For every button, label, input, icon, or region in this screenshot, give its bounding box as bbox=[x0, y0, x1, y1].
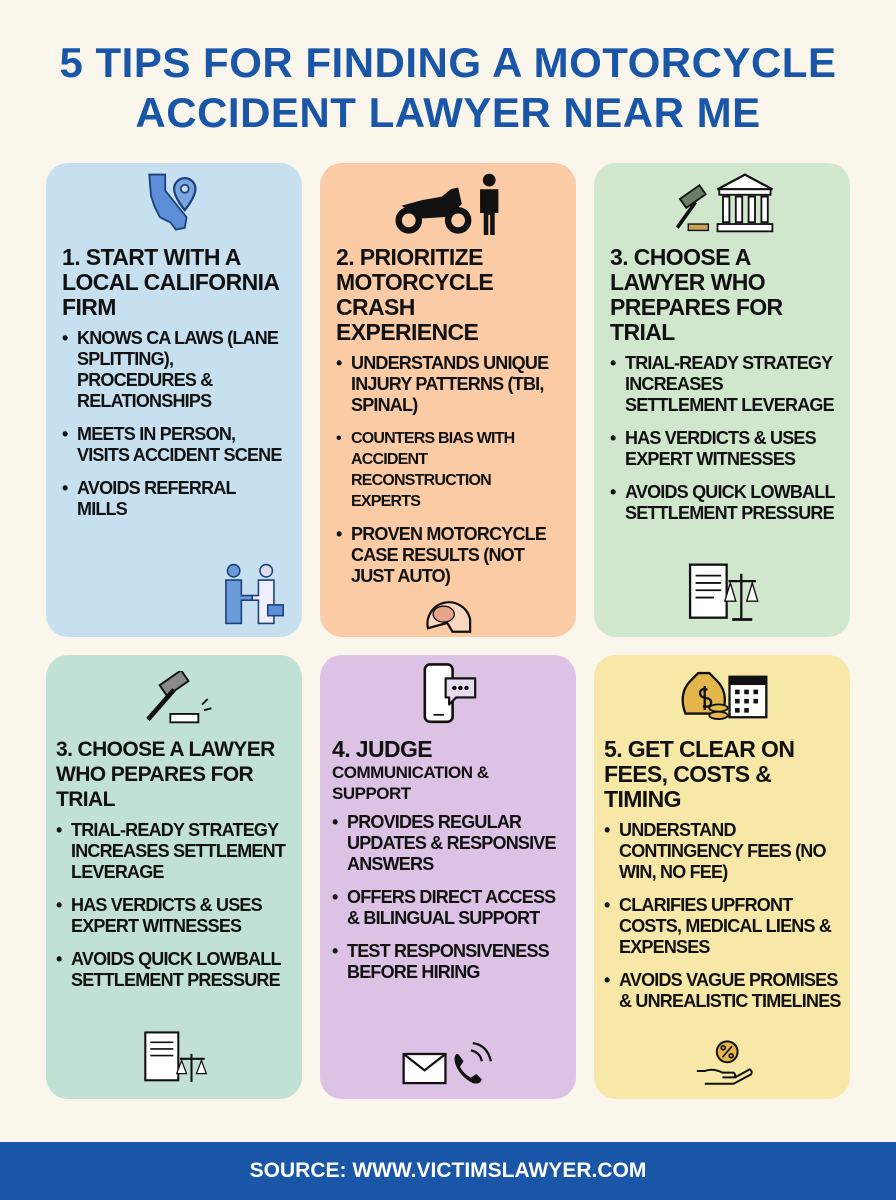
bullet: TRIAL-READY STRATEGY INCREASES SETTLEMEN… bbox=[610, 353, 836, 416]
bullet: TRIAL-READY STRATEGY INCREASES SETTLEMEN… bbox=[56, 820, 294, 883]
bullet: OFFERS DIRECT ACCESS & BILINGUAL SUPPORT bbox=[332, 887, 568, 929]
tip-card-4: 3. CHOOSE A LAWYER WHO PEPARES FOR TRIAL… bbox=[46, 655, 302, 1099]
bullet: AVOIDS REFERRAL MILLS bbox=[62, 478, 288, 520]
tip-subheading: COMMUNICATION & SUPPORT bbox=[332, 763, 489, 803]
money-bag-calendar-icon bbox=[604, 661, 844, 727]
bullet: UNDERSTAND CONTINGENCY FEES (NO WIN, NO … bbox=[604, 820, 844, 883]
page-title: 5 TIPS FOR FINDING A MOTORCYCLE ACCIDENT… bbox=[59, 39, 837, 136]
tip-bullets: TRIAL-READY STRATEGY INCREASES SETTLEMEN… bbox=[56, 820, 294, 991]
bullet: CLARIFIES UPFRONT COSTS, MEDICAL LIENS &… bbox=[604, 895, 844, 958]
handshake-icon bbox=[62, 557, 288, 625]
tip-bullets: KNOWS CA LAWS (LANE SPLITTING), PROCEDUR… bbox=[62, 328, 288, 520]
bullet: PROVEN MOTORCYCLE CASE RESULTS (NOT JUST… bbox=[336, 524, 562, 587]
bullet: HAS VERDICTS & USES EXPERT WITNESSES bbox=[56, 895, 294, 937]
hand-percent-icon bbox=[604, 1033, 844, 1087]
tip-heading: 3. CHOOSE A LAWYER WHO PREPARES FOR TRIA… bbox=[610, 244, 783, 345]
source-footer: SOURCE: WWW.VICTIMSLAWYER.COM bbox=[0, 1142, 896, 1200]
tip-card-2: 2. PRIORITIZE MOTORCYCLE CRASH EXPERIENC… bbox=[320, 163, 576, 637]
tip-card-6: 5. GET CLEAR ON FEES, COSTS & TIMING UND… bbox=[594, 655, 850, 1099]
bullet: TEST RESPONSIVENESS BEFORE HIRING bbox=[332, 941, 568, 983]
tip-card-3: 3. CHOOSE A LAWYER WHO PREPARES FOR TRIA… bbox=[594, 163, 850, 637]
phone-chat-icon bbox=[332, 661, 568, 727]
gavel-courthouse-icon bbox=[610, 169, 836, 235]
tip-bullets: UNDERSTAND CONTINGENCY FEES (NO WIN, NO … bbox=[604, 820, 844, 1012]
document-scales-icon bbox=[610, 555, 836, 625]
tip-heading: 3. CHOOSE A LAWYER WHO PEPARES FOR TRIAL bbox=[56, 738, 275, 811]
tip-heading-main: 4. JUDGE bbox=[332, 736, 433, 762]
tip-bullets: TRIAL-READY STRATEGY INCREASES SETTLEMEN… bbox=[610, 353, 836, 524]
bullet: AVOIDS QUICK LOWBALL SETTLEMENT PRESSURE bbox=[56, 949, 294, 991]
tip-card-1: 1. START WITH A LOCAL CALIFORNIA FIRM KN… bbox=[46, 163, 302, 637]
bullet: AVOIDS VAGUE PROMISES & UNREALISTIC TIME… bbox=[604, 970, 844, 1012]
tip-heading: 2. PRIORITIZE MOTORCYCLE CRASH EXPERIENC… bbox=[336, 244, 494, 345]
gavel-icon bbox=[56, 661, 294, 727]
california-map-pin-icon bbox=[62, 169, 288, 235]
document-scales-icon bbox=[56, 1023, 294, 1087]
tip-heading: 1. START WITH A LOCAL CALIFORNIA FIRM bbox=[62, 244, 279, 320]
bullet: MEETS IN PERSON, VISITS ACCIDENT SCENE bbox=[62, 424, 288, 466]
tip-bullets: PROVIDES REGULAR UPDATES & RESPONSIVE AN… bbox=[332, 812, 568, 983]
helmet-brain-icon bbox=[336, 587, 562, 637]
bullet: HAS VERDICTS & USES EXPERT WITNESSES bbox=[610, 428, 836, 470]
tip-bullets: UNDERSTANDS UNIQUE INJURY PATTERNS (TBI,… bbox=[336, 353, 562, 587]
bullet: UNDERSTANDS UNIQUE INJURY PATTERNS (TBI,… bbox=[336, 353, 562, 416]
bullet: KNOWS CA LAWS (LANE SPLITTING), PROCEDUR… bbox=[62, 328, 288, 412]
motorcycle-rider-icon bbox=[336, 169, 562, 235]
envelope-phone-icon bbox=[332, 1035, 568, 1087]
bullet: PROVIDES REGULAR UPDATES & RESPONSIVE AN… bbox=[332, 812, 568, 875]
bullet: COUNTERS BIAS WITH ACCIDENT RECONSTRUCTI… bbox=[336, 428, 562, 512]
bullet: AVOIDS QUICK LOWBALL SETTLEMENT PRESSURE bbox=[610, 482, 836, 524]
tip-heading: 5. GET CLEAR ON FEES, COSTS & TIMING bbox=[604, 736, 795, 812]
